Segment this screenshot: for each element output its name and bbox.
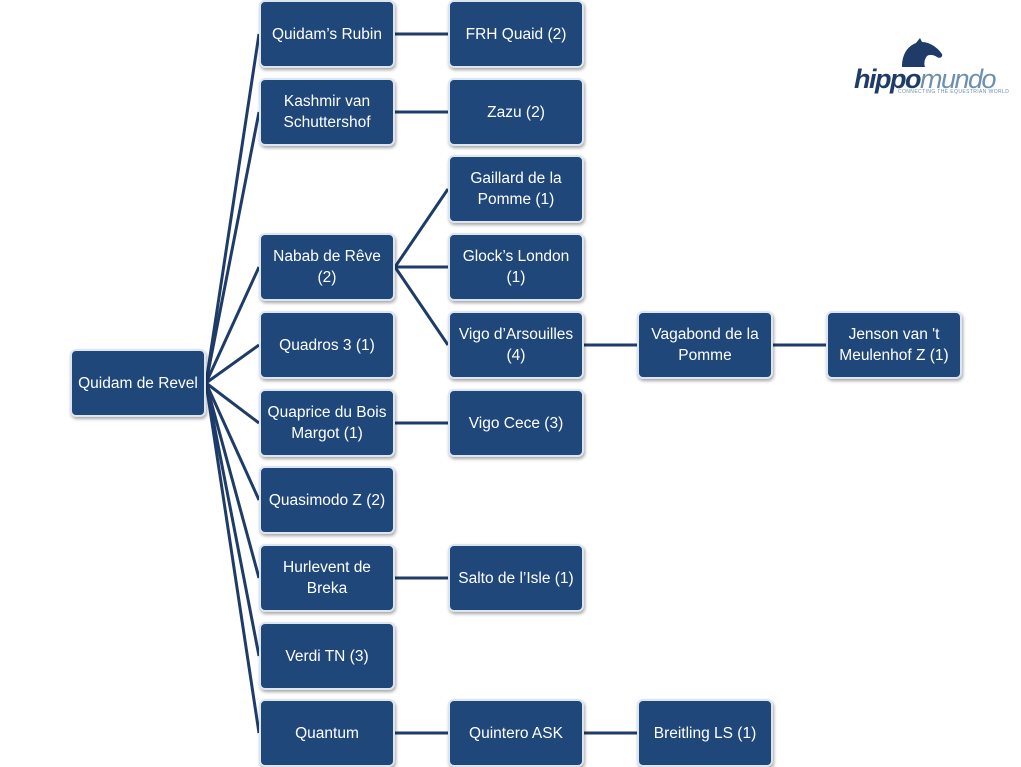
node-quadros-3: Quadros 3 (1)	[259, 311, 395, 379]
edge-root-n8	[204, 382, 261, 657]
edge-root-n5	[205, 381, 260, 425]
logo-tagline: CONNECTING THE EQUESTRIAN WORLD	[898, 89, 1010, 95]
edge-n3-n14	[393, 266, 450, 346]
node-nabab-de-reve: Nabab de Rêve (2)	[259, 233, 395, 301]
edge-root-n1	[204, 33, 261, 384]
edge-root-n4	[205, 343, 260, 385]
node-gaillard-de-la-pomme: Gaillard de la Pomme (1)	[448, 155, 584, 223]
hippomundo-logo: hippomundo CONNECTING THE EQUESTRIAN WOR…	[848, 38, 1009, 100]
node-jenson-van-t-meulenhof: Jenson van 't Meulenhof Z (1)	[826, 311, 962, 379]
node-vigo-cece: Vigo Cece (3)	[448, 389, 584, 457]
horse-head-icon	[902, 38, 943, 67]
edge-root-n3	[204, 266, 261, 384]
node-quidams-rubin: Quidam’s Rubin	[259, 0, 395, 68]
node-frh-quaid: FRH Quaid (2)	[448, 0, 584, 68]
node-zazu: Zazu (2)	[448, 78, 584, 146]
logo-wordmark: hippomundo	[854, 64, 997, 94]
node-vagabond-de-la-pomme: Vagabond de la Pomme	[637, 311, 773, 379]
node-salto-de-lisle: Salto de l’Isle (1)	[448, 544, 584, 612]
node-quantum: Quantum	[259, 699, 395, 767]
edge-root-n2	[204, 111, 261, 384]
node-kashmir: Kashmir van Schuttershof	[259, 78, 395, 146]
node-quintero-ask: Quintero ASK	[448, 699, 584, 767]
edge-root-n9	[204, 382, 261, 734]
node-glocks-london: Glock’s London (1)	[448, 233, 584, 301]
node-hurlevent-de-breka: Hurlevent de Breka	[259, 544, 395, 612]
node-breitling-ls: Breitling LS (1)	[637, 699, 773, 767]
edge-root-n6	[204, 382, 261, 501]
node-verdi-tn: Verdi TN (3)	[259, 622, 395, 690]
node-quaprice-du-bois: Quaprice du Bois Margot (1)	[259, 389, 395, 457]
node-vigo-darsouilles: Vigo d’Arsouilles (4)	[448, 311, 584, 379]
node-quasimodo-z: Quasimodo Z (2)	[259, 466, 395, 534]
edge-n3-n12	[393, 188, 450, 268]
edge-root-n7	[204, 382, 261, 579]
node-quidam-de-revel: Quidam de Revel	[70, 349, 206, 417]
